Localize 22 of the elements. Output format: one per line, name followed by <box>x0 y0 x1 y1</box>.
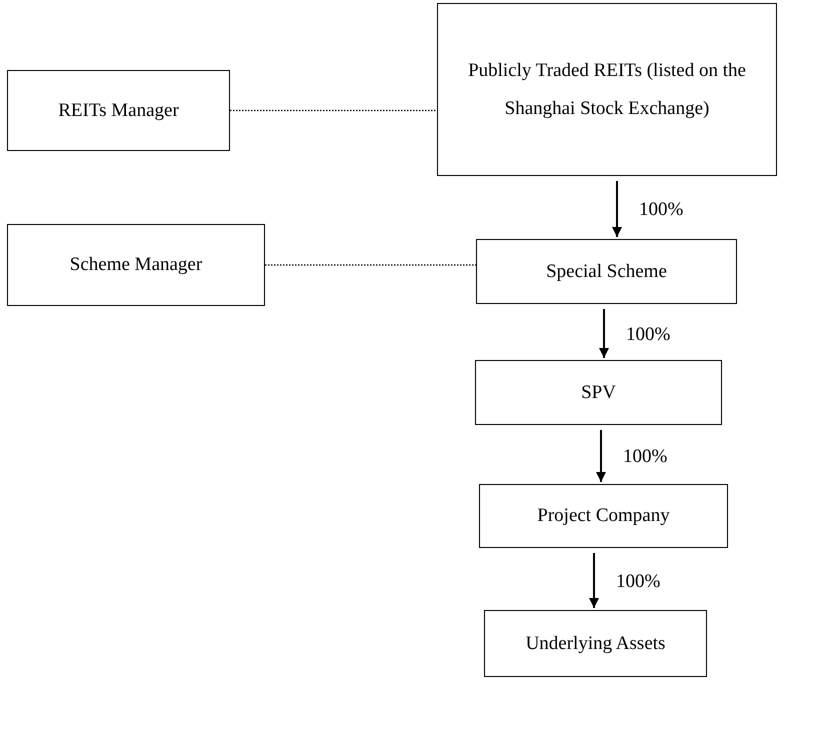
edge-label: 100% <box>626 324 670 344</box>
box-label: REITs Manager <box>57 98 180 122</box>
entity-box <box>476 239 737 304</box>
arrow <box>612 181 622 237</box>
entity-box <box>437 3 777 176</box>
entity-box <box>7 224 265 306</box>
box-label: Project Company <box>536 504 671 528</box>
box-label: SPV <box>580 380 617 404</box>
arrow <box>596 430 606 482</box>
entity-box <box>475 360 722 425</box>
box-label: Special Scheme <box>545 260 668 284</box>
box-label: Scheme Manager <box>68 253 204 277</box>
entity-box <box>7 70 230 151</box>
arrow <box>599 309 609 358</box>
entity-box <box>484 610 707 677</box>
arrow <box>589 553 599 608</box>
box-label: Publicly Traded REITs (listed on the Shanghai Stock Exchange) <box>467 58 747 120</box>
box-label: Underlying Assets <box>524 632 666 656</box>
edge-label: 100% <box>616 572 660 590</box>
entity-box <box>479 484 728 548</box>
dotted-connector <box>230 110 437 112</box>
dotted-connector <box>265 264 476 266</box>
